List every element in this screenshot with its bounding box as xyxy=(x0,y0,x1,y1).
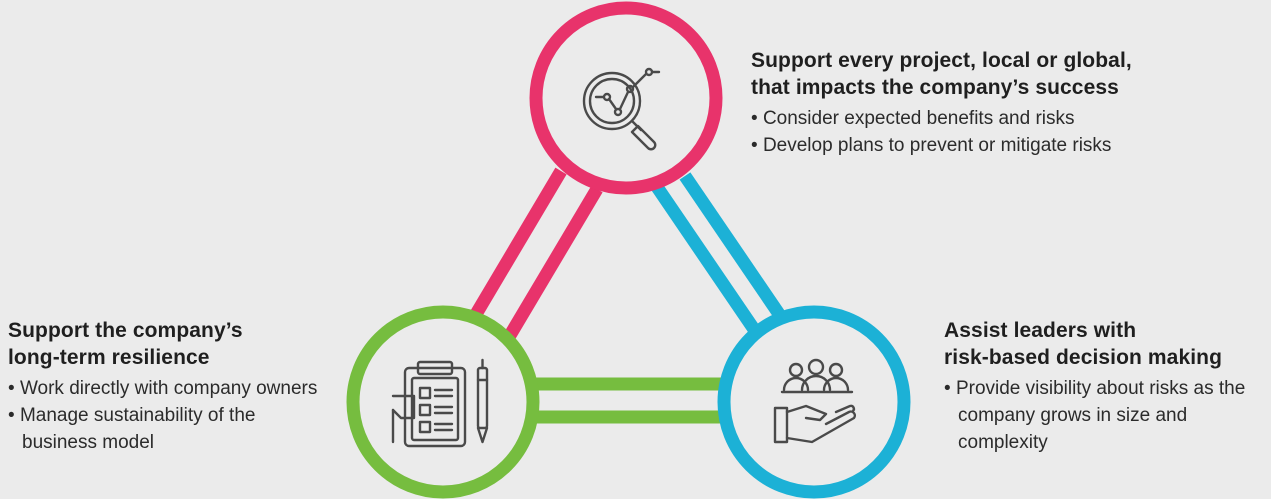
top-bullet-list: Consider expected benefits and risks Dev… xyxy=(751,105,1271,159)
left-bullet-1: Work directly with company owners xyxy=(8,375,333,402)
left-bullet-2: Manage sustainability of the business mo… xyxy=(8,402,333,456)
circle-right xyxy=(717,305,911,499)
left-title-line-1: Support the company’s xyxy=(8,319,243,342)
right-title-line-2: risk-based decision making xyxy=(944,346,1223,369)
connector-bottom xyxy=(528,377,737,424)
text-block-top: Support every project, local or global, … xyxy=(751,47,1271,159)
right-bullet-1: Provide visibility about risks as the co… xyxy=(944,375,1271,456)
top-title-line-2: that impacts the company’s success xyxy=(751,76,1119,99)
hand-with-people-icon xyxy=(773,358,857,444)
clipboard-checklist-icon xyxy=(391,358,489,448)
text-block-left: Support the company’s long-term resilien… xyxy=(8,317,333,456)
circle-left xyxy=(346,305,540,499)
left-title: Support the company’s long-term resilien… xyxy=(8,317,333,371)
top-bullet-1: Consider expected benefits and risks xyxy=(751,105,1271,132)
left-bullet-list: Work directly with company owners Manage… xyxy=(8,375,333,456)
top-title-line-1: Support every project, local or global, xyxy=(751,49,1132,72)
text-block-right: Assist leaders with risk-based decision … xyxy=(944,317,1271,456)
top-title: Support every project, local or global, … xyxy=(751,47,1271,101)
connector-top-right xyxy=(649,172,800,348)
right-title-line-1: Assist leaders with xyxy=(944,319,1137,342)
top-bullet-2: Develop plans to prevent or mitigate ris… xyxy=(751,132,1271,159)
magnifier-chart-icon xyxy=(582,67,661,151)
right-title: Assist leaders with risk-based decision … xyxy=(944,317,1271,371)
left-title-line-2: long-term resilience xyxy=(8,346,210,369)
connector-top-left xyxy=(460,167,603,346)
right-bullet-list: Provide visibility about risks as the co… xyxy=(944,375,1271,456)
